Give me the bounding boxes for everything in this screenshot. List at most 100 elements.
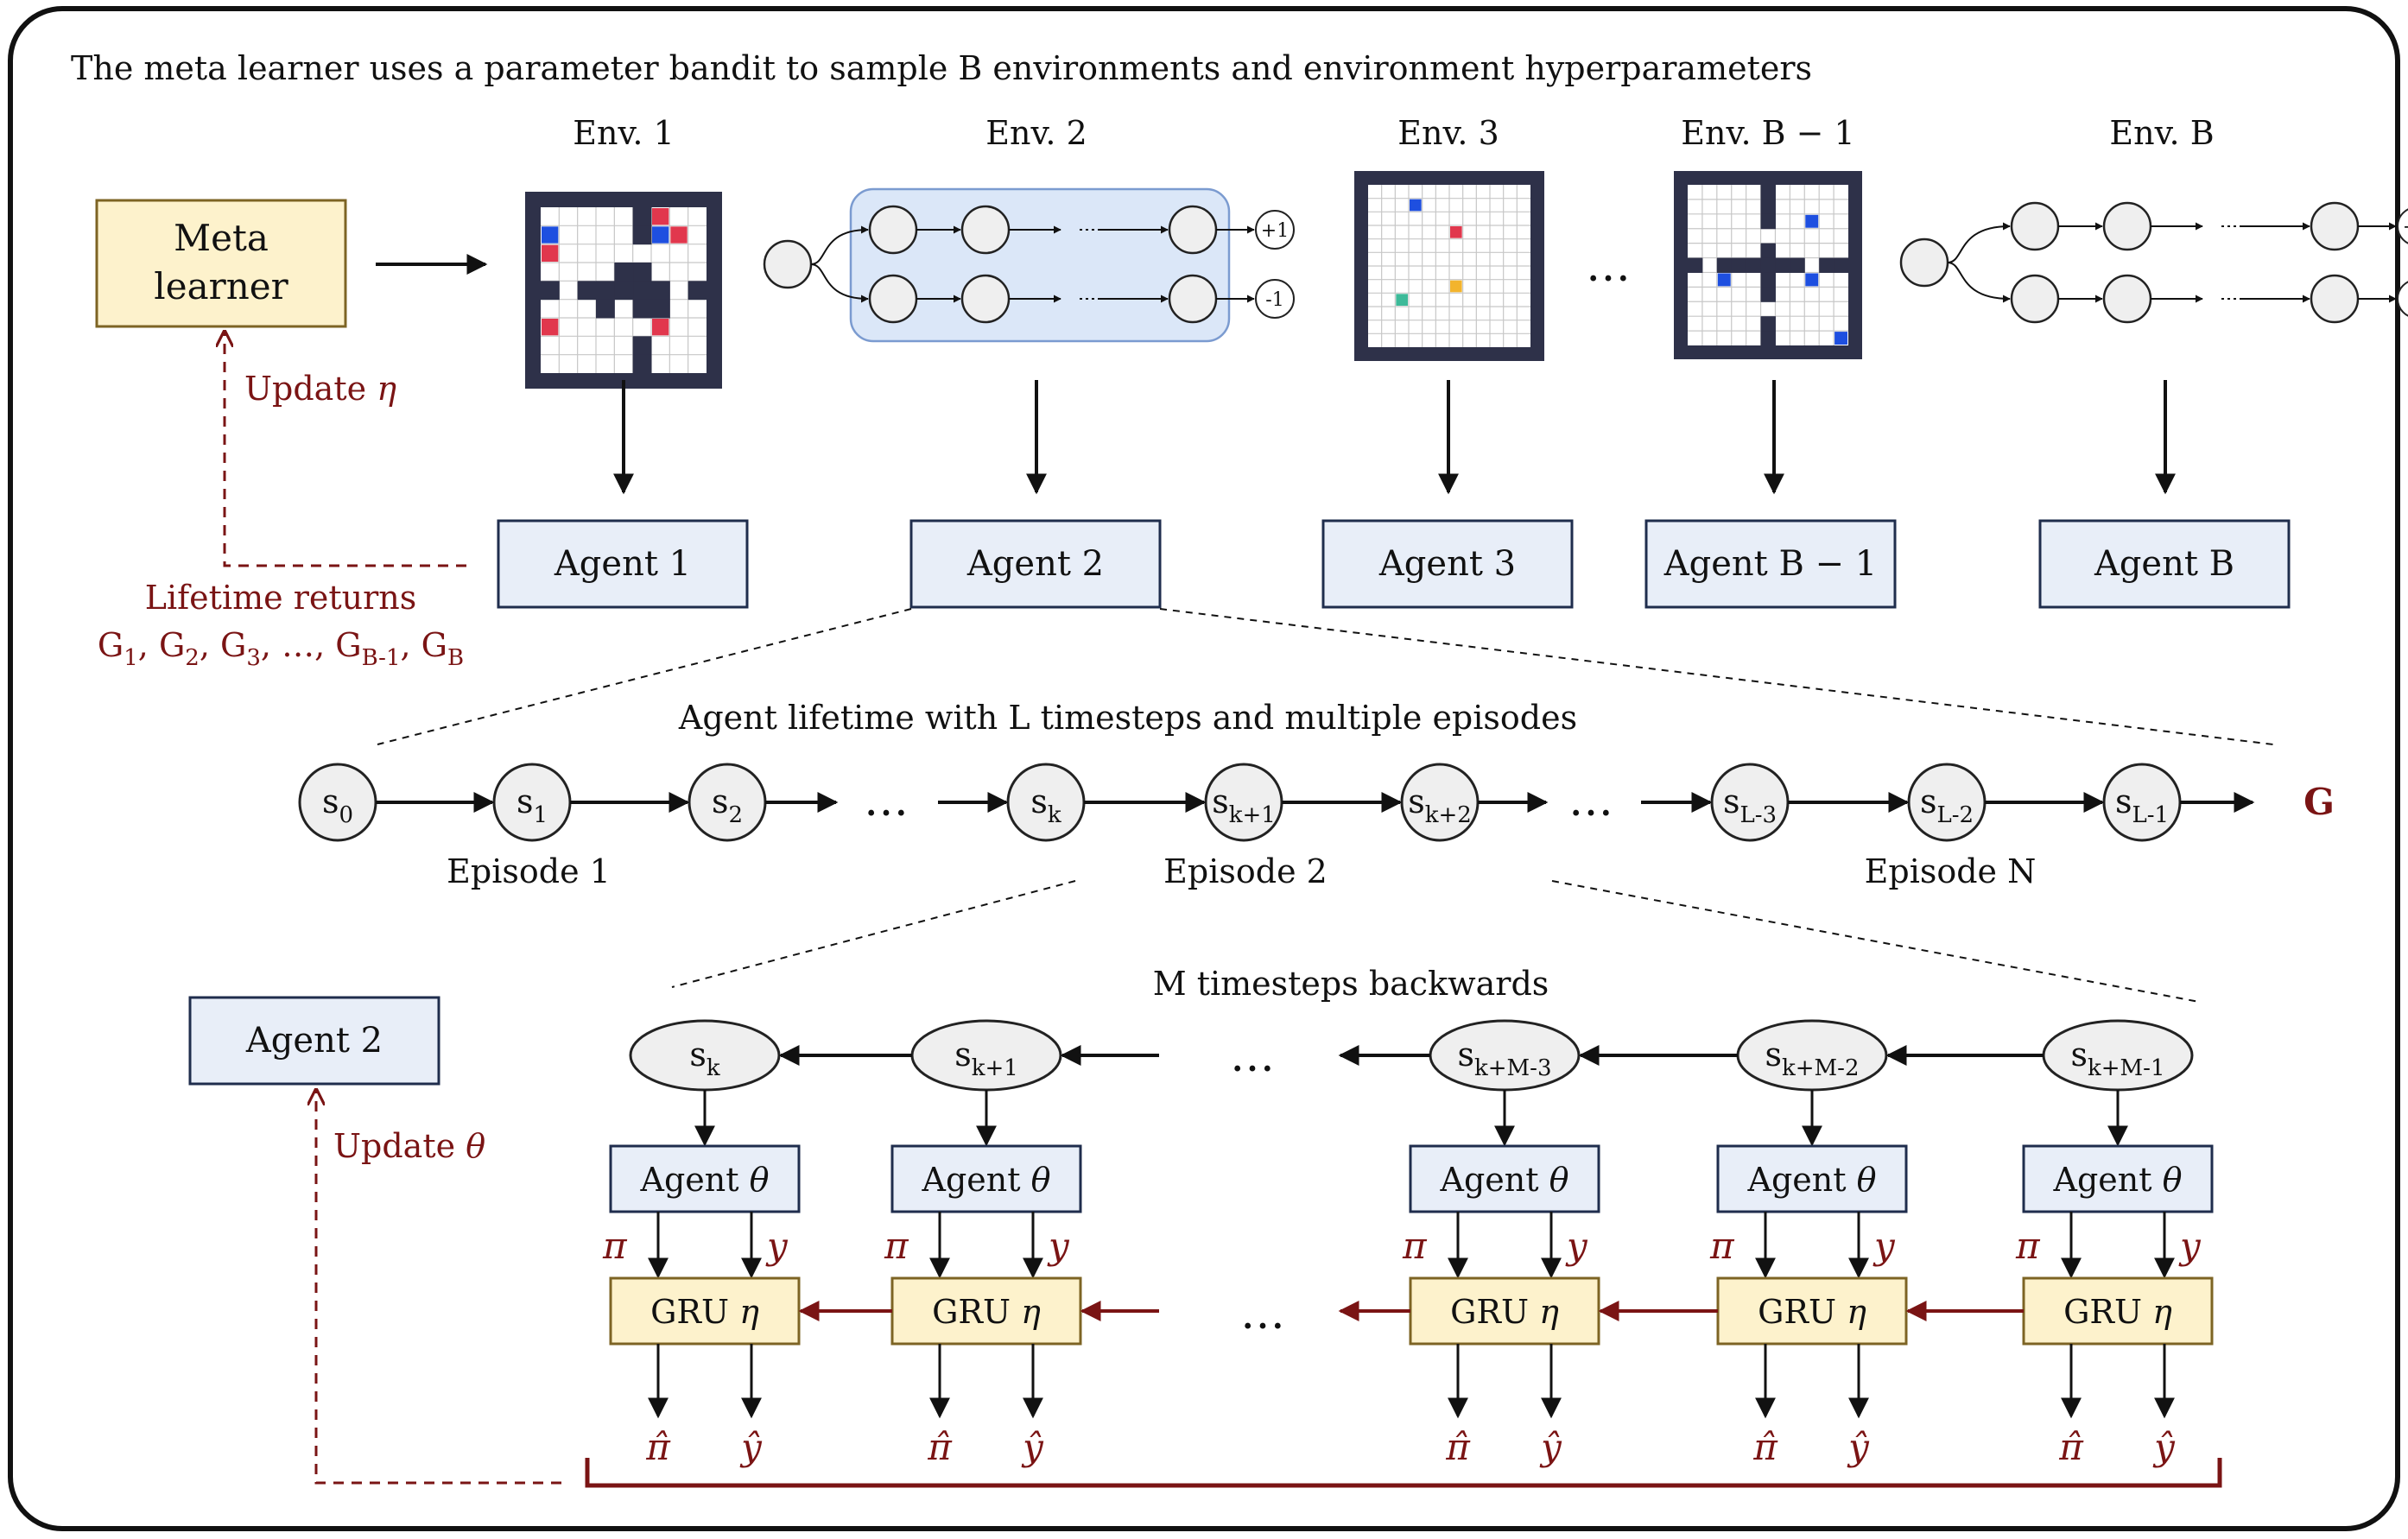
meta-learner-box: Meta learner — [95, 199, 347, 328]
lifetime-ellipsis-1: … — [864, 775, 909, 826]
lifetime-state-label: s2 — [712, 782, 743, 828]
backward-state-label: sk+1 — [954, 1036, 1018, 1081]
env-label-b-minus-1: Env. B − 1 — [1681, 114, 1854, 152]
chain-state-node — [1168, 274, 1218, 324]
agent-theta-label: Agent θ — [1440, 1161, 1569, 1199]
gru-eta-label: GRU η — [932, 1293, 1041, 1331]
gru-eta-label: GRU η — [1758, 1293, 1866, 1331]
env-label-3: Env. 3 — [1397, 114, 1499, 152]
backward-state-label: sk+M-2 — [1765, 1036, 1859, 1081]
env-1-gridworld — [525, 192, 722, 389]
left-agent-2-box: Agent 2 — [188, 996, 440, 1086]
env-label-1: Env. 1 — [573, 114, 675, 152]
lifetime-state-label: sL-1 — [2115, 782, 2169, 828]
backward-ellipsis-gru: … — [1240, 1288, 1285, 1340]
env-to-agent-arrows — [613, 380, 2176, 495]
chain-state-node — [960, 274, 1011, 324]
backward-title: M timesteps backwards — [1153, 965, 1549, 1003]
pi-hat-label: π̂ — [1752, 1426, 1778, 1468]
env-label-2: Env. 2 — [985, 114, 1087, 152]
env-ellipsis: … — [1586, 240, 1631, 292]
lifetime-title: Agent lifetime with L timesteps and mult… — [678, 699, 1577, 737]
agent-2-box: Agent 2 — [909, 519, 1162, 609]
reward-minus-label: -1 — [1265, 289, 1283, 311]
agent-2-label: Agent 2 — [966, 544, 1104, 584]
backward-state-label: sk — [689, 1036, 720, 1081]
y-hat-label: ŷ — [739, 1426, 763, 1468]
zoom-line-episode-right — [1551, 880, 2200, 1003]
agent-theta-label: Agent θ — [640, 1161, 770, 1199]
reward-minus-node — [1255, 279, 1295, 319]
lifetime-returns-label: Lifetime returns — [145, 579, 417, 617]
zoom-line-right — [1159, 608, 2274, 745]
y-label: y — [765, 1225, 789, 1267]
backward-ellipsis-states: … — [1230, 1030, 1275, 1082]
agent-theta-box — [1716, 1144, 1908, 1213]
y-hat-label: ŷ — [1847, 1426, 1870, 1468]
env-label-b: Env. B — [2109, 114, 2214, 152]
env-b-minus-1-gridworld — [1674, 171, 1862, 359]
env-visuals: +1-1+1-1 — [525, 171, 2408, 389]
env-labels: Env. 1 Env. 2 Env. 3 Env. B − 1 Env. B — [573, 114, 2214, 152]
agent-1-box: Agent 1 — [497, 519, 749, 609]
pi-label: π — [1709, 1225, 1735, 1267]
chain-state-node — [960, 205, 1011, 255]
y-label: y — [1047, 1225, 1070, 1267]
lifetime-state-label: sk+1 — [1212, 782, 1276, 828]
pi-hat-label: π̂ — [2058, 1426, 2084, 1468]
agent-b-minus-1-label: Agent B − 1 — [1663, 544, 1878, 584]
episode-n-label: Episode N — [1865, 852, 2037, 890]
chain-state-node — [2310, 201, 2360, 251]
env-b-chain: +1-1 — [1899, 201, 2408, 324]
env-3-gridworld — [1354, 171, 1544, 361]
returns-list: G1, G2, G3, …, GB-1, GB — [98, 626, 464, 671]
pi-label: π — [602, 1225, 628, 1267]
pi-label: π — [1402, 1225, 1428, 1267]
update-theta-label: Update θ — [333, 1127, 485, 1165]
lifetime-return-g: G — [2303, 781, 2335, 823]
agent-theta-label: Agent θ — [2053, 1161, 2183, 1199]
lifetime-state-label: sk — [1030, 782, 1061, 828]
pi-hat-label: π̂ — [1445, 1426, 1471, 1468]
lifetime-ellipsis-2: … — [1568, 775, 1613, 826]
agent-theta-box — [890, 1144, 1082, 1213]
zoom-line-episode-left — [671, 880, 1076, 988]
gru-eta-box — [1716, 1276, 1908, 1346]
agent-theta-box — [1409, 1144, 1600, 1213]
agent-b-label: Agent B — [2094, 544, 2234, 584]
meta-learner-line2: learner — [154, 265, 288, 307]
y-hat-label: ŷ — [1539, 1426, 1562, 1468]
reward-plus-label: +1 — [2403, 217, 2408, 238]
chain-state-node — [2010, 274, 2060, 324]
episode-1-label: Episode 1 — [447, 852, 611, 890]
env-2-highlight — [849, 187, 1231, 343]
reward-plus-label: +1 — [1261, 220, 1289, 242]
agent-row: Agent 1 Agent 2 Agent 3 Agent B − 1 Agen… — [497, 519, 2291, 609]
pi-label: π — [884, 1225, 909, 1267]
lifetime-state-label: s0 — [322, 782, 353, 828]
chain-start-node — [763, 239, 813, 289]
chain-state-node — [2310, 274, 2360, 324]
y-label: y — [1565, 1225, 1588, 1267]
header-title: The meta learner uses a parameter bandit… — [71, 49, 1812, 87]
env-2-chain: +1 -1 — [763, 187, 1295, 343]
chain-start-node — [1899, 238, 1949, 288]
lifetime-state-label: sk+2 — [1408, 782, 1472, 828]
agent-b-box: Agent B — [2038, 519, 2291, 609]
reward-minus-node — [2397, 281, 2408, 317]
lifetime-state-label: sL-2 — [1920, 782, 1974, 828]
agent-b-minus-1-box: Agent B − 1 — [1644, 519, 1897, 609]
y-hat-label: ŷ — [2152, 1426, 2176, 1468]
gru-eta-label: GRU η — [650, 1293, 759, 1331]
left-agent-2-label: Agent 2 — [245, 1021, 383, 1061]
agent-3-label: Agent 3 — [1378, 544, 1516, 584]
update-eta-label: Update η — [244, 370, 396, 408]
agent-theta-box — [609, 1144, 801, 1213]
reward-plus-node — [2397, 208, 2408, 244]
y-label: y — [2178, 1225, 2202, 1267]
agent-theta-box — [2022, 1144, 2214, 1213]
chain-state-node — [868, 205, 918, 255]
